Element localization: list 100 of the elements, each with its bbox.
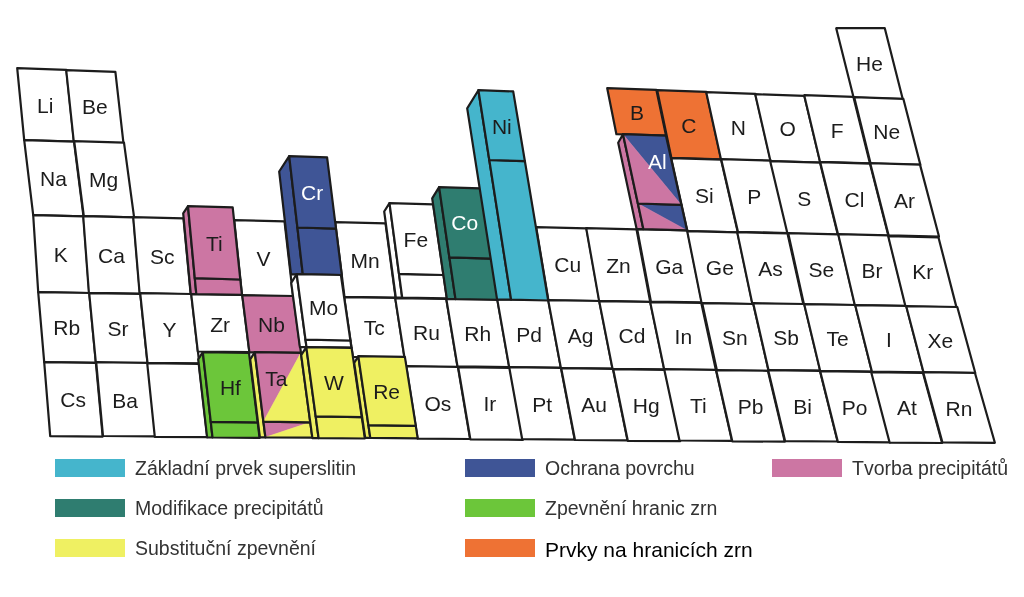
element-symbol: Te — [826, 327, 849, 349]
element-symbol: C — [681, 114, 697, 136]
legend-label: Ochrana povrchu — [545, 459, 695, 479]
element-symbol: O — [779, 117, 796, 139]
raised-element-block — [300, 345, 367, 440]
element-symbol: Cr — [301, 181, 324, 203]
element-symbol: Pt — [532, 393, 552, 415]
element-symbol: Ag — [567, 324, 594, 346]
element-symbol: Tc — [363, 316, 385, 338]
raised-element-block — [352, 355, 419, 440]
legend-label: Modifikace precipitátů — [135, 499, 324, 519]
element-cell — [189, 293, 251, 354]
element-symbol: Nb — [258, 313, 285, 335]
element-symbol: Be — [81, 95, 108, 117]
element-cell — [835, 26, 905, 101]
element-symbol: Mn — [350, 249, 380, 271]
element-cell — [31, 213, 91, 294]
element-cell — [922, 371, 997, 445]
element-symbol: Au — [581, 393, 607, 415]
element-cell — [869, 162, 941, 239]
raised-element-block — [290, 272, 353, 349]
element-symbol: Ir — [483, 392, 497, 414]
element-symbol: Ni — [491, 115, 512, 136]
legend-label: Prvky na hranicích zrn — [545, 538, 753, 560]
element-symbol: Fe — [403, 228, 429, 250]
element-symbol: W — [324, 371, 344, 393]
empty-cell — [146, 362, 209, 439]
legend-label: Základní prvek superslitin — [135, 459, 357, 479]
element-symbol: Sn — [721, 326, 748, 348]
element-cell — [904, 304, 977, 375]
element-symbol: Zn — [606, 254, 631, 276]
element-symbol: As — [758, 257, 783, 279]
element-symbol: Hf — [219, 376, 241, 398]
element-symbol: Li — [37, 94, 54, 116]
element-symbol: Sb — [773, 326, 799, 348]
element-symbol: K — [53, 243, 68, 265]
element-symbol: P — [747, 185, 762, 207]
element-symbol: Xe — [927, 329, 954, 351]
element-symbol: Se — [808, 258, 835, 280]
element-cell — [852, 96, 922, 167]
element-symbol: Cl — [844, 188, 865, 210]
element-cell — [65, 68, 125, 144]
element-symbol: Co — [451, 211, 479, 233]
element-symbol: At — [896, 396, 917, 418]
element-symbol: Ti — [205, 232, 223, 254]
element-symbol: Hg — [632, 394, 660, 416]
element-cell — [132, 216, 193, 296]
raised-element-block — [277, 154, 343, 277]
element-cell — [87, 291, 149, 365]
element-symbol: Sr — [107, 317, 129, 339]
element-symbol: N — [730, 116, 746, 138]
element-symbol: Cs — [60, 388, 86, 410]
element-symbol: Kr — [912, 260, 934, 282]
element-symbol: Po — [841, 396, 868, 418]
element-symbol: V — [256, 247, 271, 269]
element-cell — [22, 138, 85, 218]
element-cell — [853, 304, 925, 374]
raised-element-block — [617, 133, 689, 233]
element-symbol: Ba — [112, 389, 138, 411]
element-symbol: B — [629, 101, 644, 123]
element-symbol: Zr — [210, 313, 231, 334]
element-symbol: Pb — [737, 395, 764, 417]
element-symbol: Sc — [149, 245, 175, 267]
element-symbol: Rh — [464, 322, 492, 344]
element-symbol: Rn — [945, 397, 973, 419]
element-symbol: Ga — [655, 255, 684, 277]
element-symbol: Ta — [265, 367, 288, 389]
element-symbol: He — [856, 52, 883, 74]
element-symbol: Rb — [53, 316, 81, 338]
raised-element-block — [182, 205, 244, 297]
element-symbol: Y — [162, 318, 177, 340]
element-symbol: Mo — [309, 296, 339, 318]
element-symbol: Br — [861, 259, 883, 281]
element-cell — [72, 140, 135, 219]
element-symbol: Cu — [554, 253, 582, 275]
element-symbol: Bi — [793, 395, 812, 417]
element-cell — [94, 361, 157, 438]
element-symbol: Ru — [413, 321, 440, 343]
element-cell — [36, 290, 97, 364]
element-symbol: Ca — [98, 244, 125, 266]
element-symbol: Os — [424, 392, 452, 414]
element-symbol: Cd — [618, 324, 646, 346]
element-symbol: Al — [647, 150, 667, 172]
element-symbol: Ge — [705, 256, 734, 278]
element-symbol: F — [830, 119, 844, 141]
raised-element-block — [197, 350, 262, 439]
element-symbol: Na — [40, 167, 67, 189]
element-symbol: Ar — [893, 189, 915, 211]
element-symbol: Re — [373, 380, 401, 402]
legend-label: Tvorba precipitátů — [852, 459, 1009, 479]
element-cell — [42, 360, 104, 438]
raised-element-block — [249, 351, 314, 440]
element-cell — [241, 294, 303, 355]
element-symbol: I — [886, 328, 892, 350]
legend-label: Substituční zpevnění — [135, 539, 317, 559]
element-cell — [138, 292, 201, 365]
element-symbol: Pd — [516, 323, 543, 345]
element-symbol: Ti — [690, 394, 707, 416]
element-symbol: Si — [694, 184, 714, 206]
element-symbol: S — [797, 187, 812, 209]
